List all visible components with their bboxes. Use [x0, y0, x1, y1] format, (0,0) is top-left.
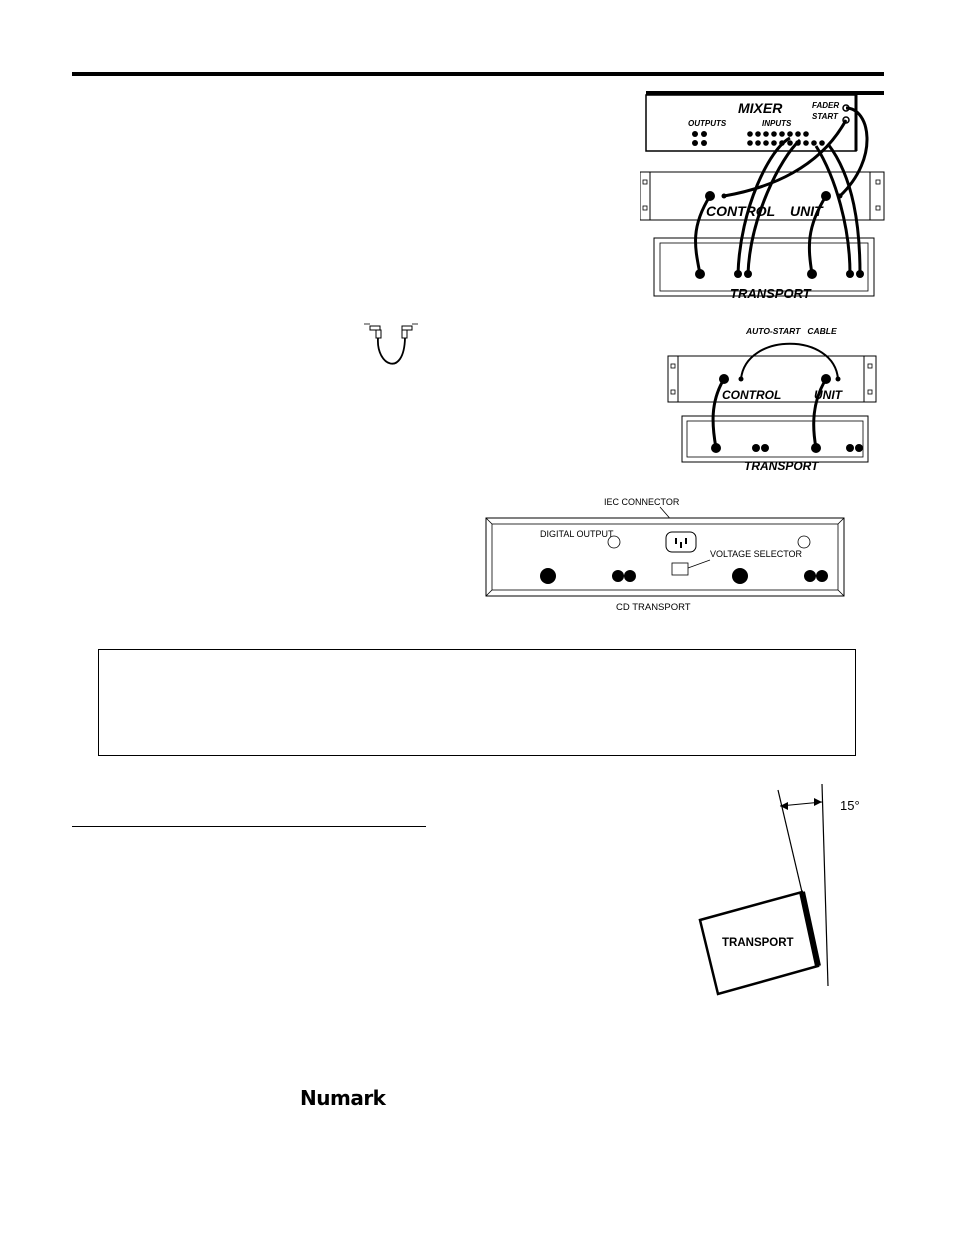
auto-start-cable-label: AUTO-START CABLE	[745, 326, 837, 336]
mounting-angle-diagram: 15° TRANSPORT	[698, 783, 860, 996]
cd-transport-caption: CD TRANSPORT	[616, 602, 691, 613]
section-underline	[72, 826, 426, 827]
angle-label: 15°	[840, 798, 860, 813]
outputs-jacks	[692, 131, 707, 146]
mixer-label: MIXER	[738, 100, 783, 116]
fader-label: FADER	[812, 101, 839, 110]
start-label: START	[812, 112, 839, 121]
inputs-label: INPUTS	[762, 119, 792, 128]
numark-logo: Numark	[300, 1086, 386, 1110]
control-label: CONTROL	[706, 203, 775, 219]
note-box	[98, 649, 856, 756]
top-rule	[72, 72, 884, 76]
mixer-wiring-diagram: MIXER OUTPUTS INPUTS FADER START CONTROL…	[640, 91, 885, 301]
rear-panel-diagram: IEC CONNECTOR DIGITAL OUTPUT VOLTAGE SEL…	[485, 497, 845, 613]
auto-start-cable-icon	[364, 323, 418, 365]
transport-label-angle: TRANSPORT	[722, 937, 794, 949]
control-label-2: CONTROL	[722, 388, 781, 402]
auto-start-diagram: AUTO-START CABLE CONTROL UNIT TRANSPORT	[667, 326, 877, 473]
outputs-label: OUTPUTS	[688, 119, 727, 128]
iec-connector-label: IEC CONNECTOR	[604, 497, 680, 507]
transport-label: TRANSPORT	[730, 286, 812, 301]
voltage-selector-label: VOLTAGE SELECTOR	[710, 549, 803, 559]
transport-label-2: TRANSPORT	[744, 459, 820, 473]
digital-output-label: DIGITAL OUTPUT	[540, 529, 614, 539]
inputs-jacks	[747, 131, 825, 146]
unit-label-2: UNIT	[814, 388, 844, 402]
